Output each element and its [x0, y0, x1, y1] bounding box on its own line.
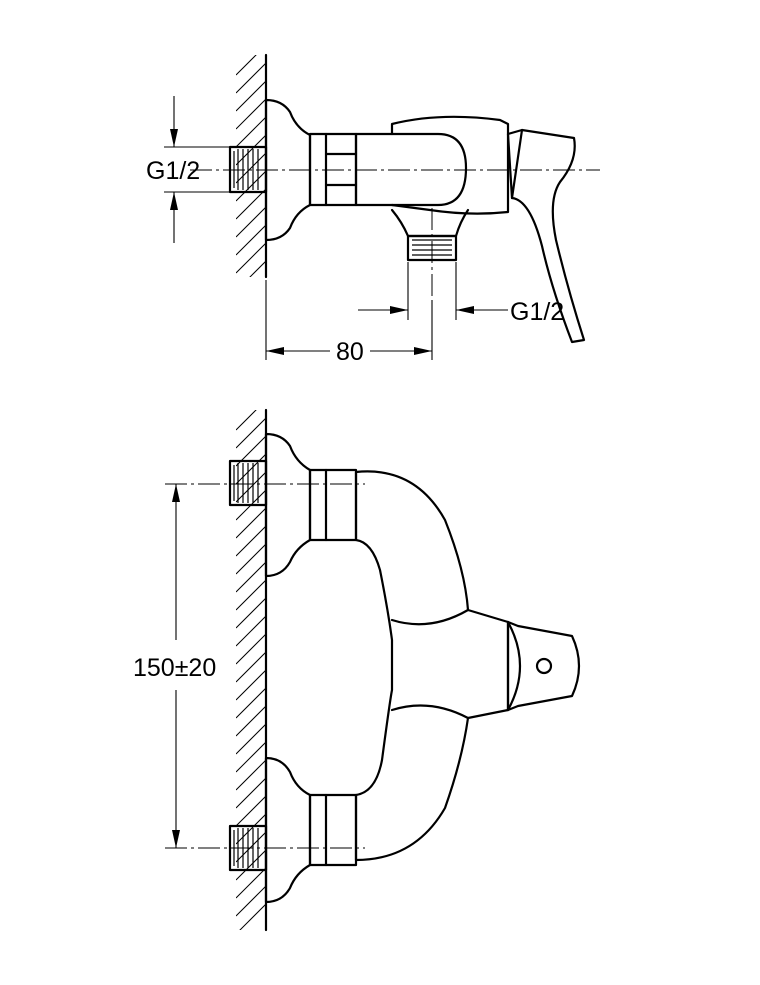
inlet-thread-label: G1/2 — [146, 157, 200, 185]
lever-handle-side — [506, 128, 586, 344]
handle-screw-icon — [535, 657, 553, 675]
connector-nut-lower — [308, 793, 358, 867]
side-view: G1/2 G1/2 80 — [146, 53, 600, 366]
wall-hatch-top — [236, 53, 268, 279]
escutcheon-lower — [264, 756, 312, 904]
wall-hatch-bottom — [236, 408, 268, 932]
connector-nut-upper — [308, 468, 358, 542]
mixer-body-contour — [390, 132, 468, 207]
inlet-thread-upper — [228, 459, 268, 507]
outlet-thread — [390, 208, 470, 262]
projection-dimension — [265, 280, 433, 360]
lever-handle-front — [506, 620, 581, 712]
inlet-thread-dimension — [164, 96, 240, 243]
projection-label: 80 — [336, 338, 364, 366]
front-view: 150±20 — [133, 408, 581, 932]
inlet-spacing-label: 150±20 — [133, 654, 216, 682]
escutcheon-upper — [264, 432, 312, 578]
outlet-thread-dimension — [358, 262, 508, 320]
outlet-thread-label: G1/2 — [510, 298, 564, 326]
mixer-body-side — [354, 115, 510, 215]
mixer-body-inner-contour — [390, 608, 470, 720]
inlet-spacing-dimension — [172, 484, 180, 848]
mixer-body-front — [354, 470, 510, 862]
